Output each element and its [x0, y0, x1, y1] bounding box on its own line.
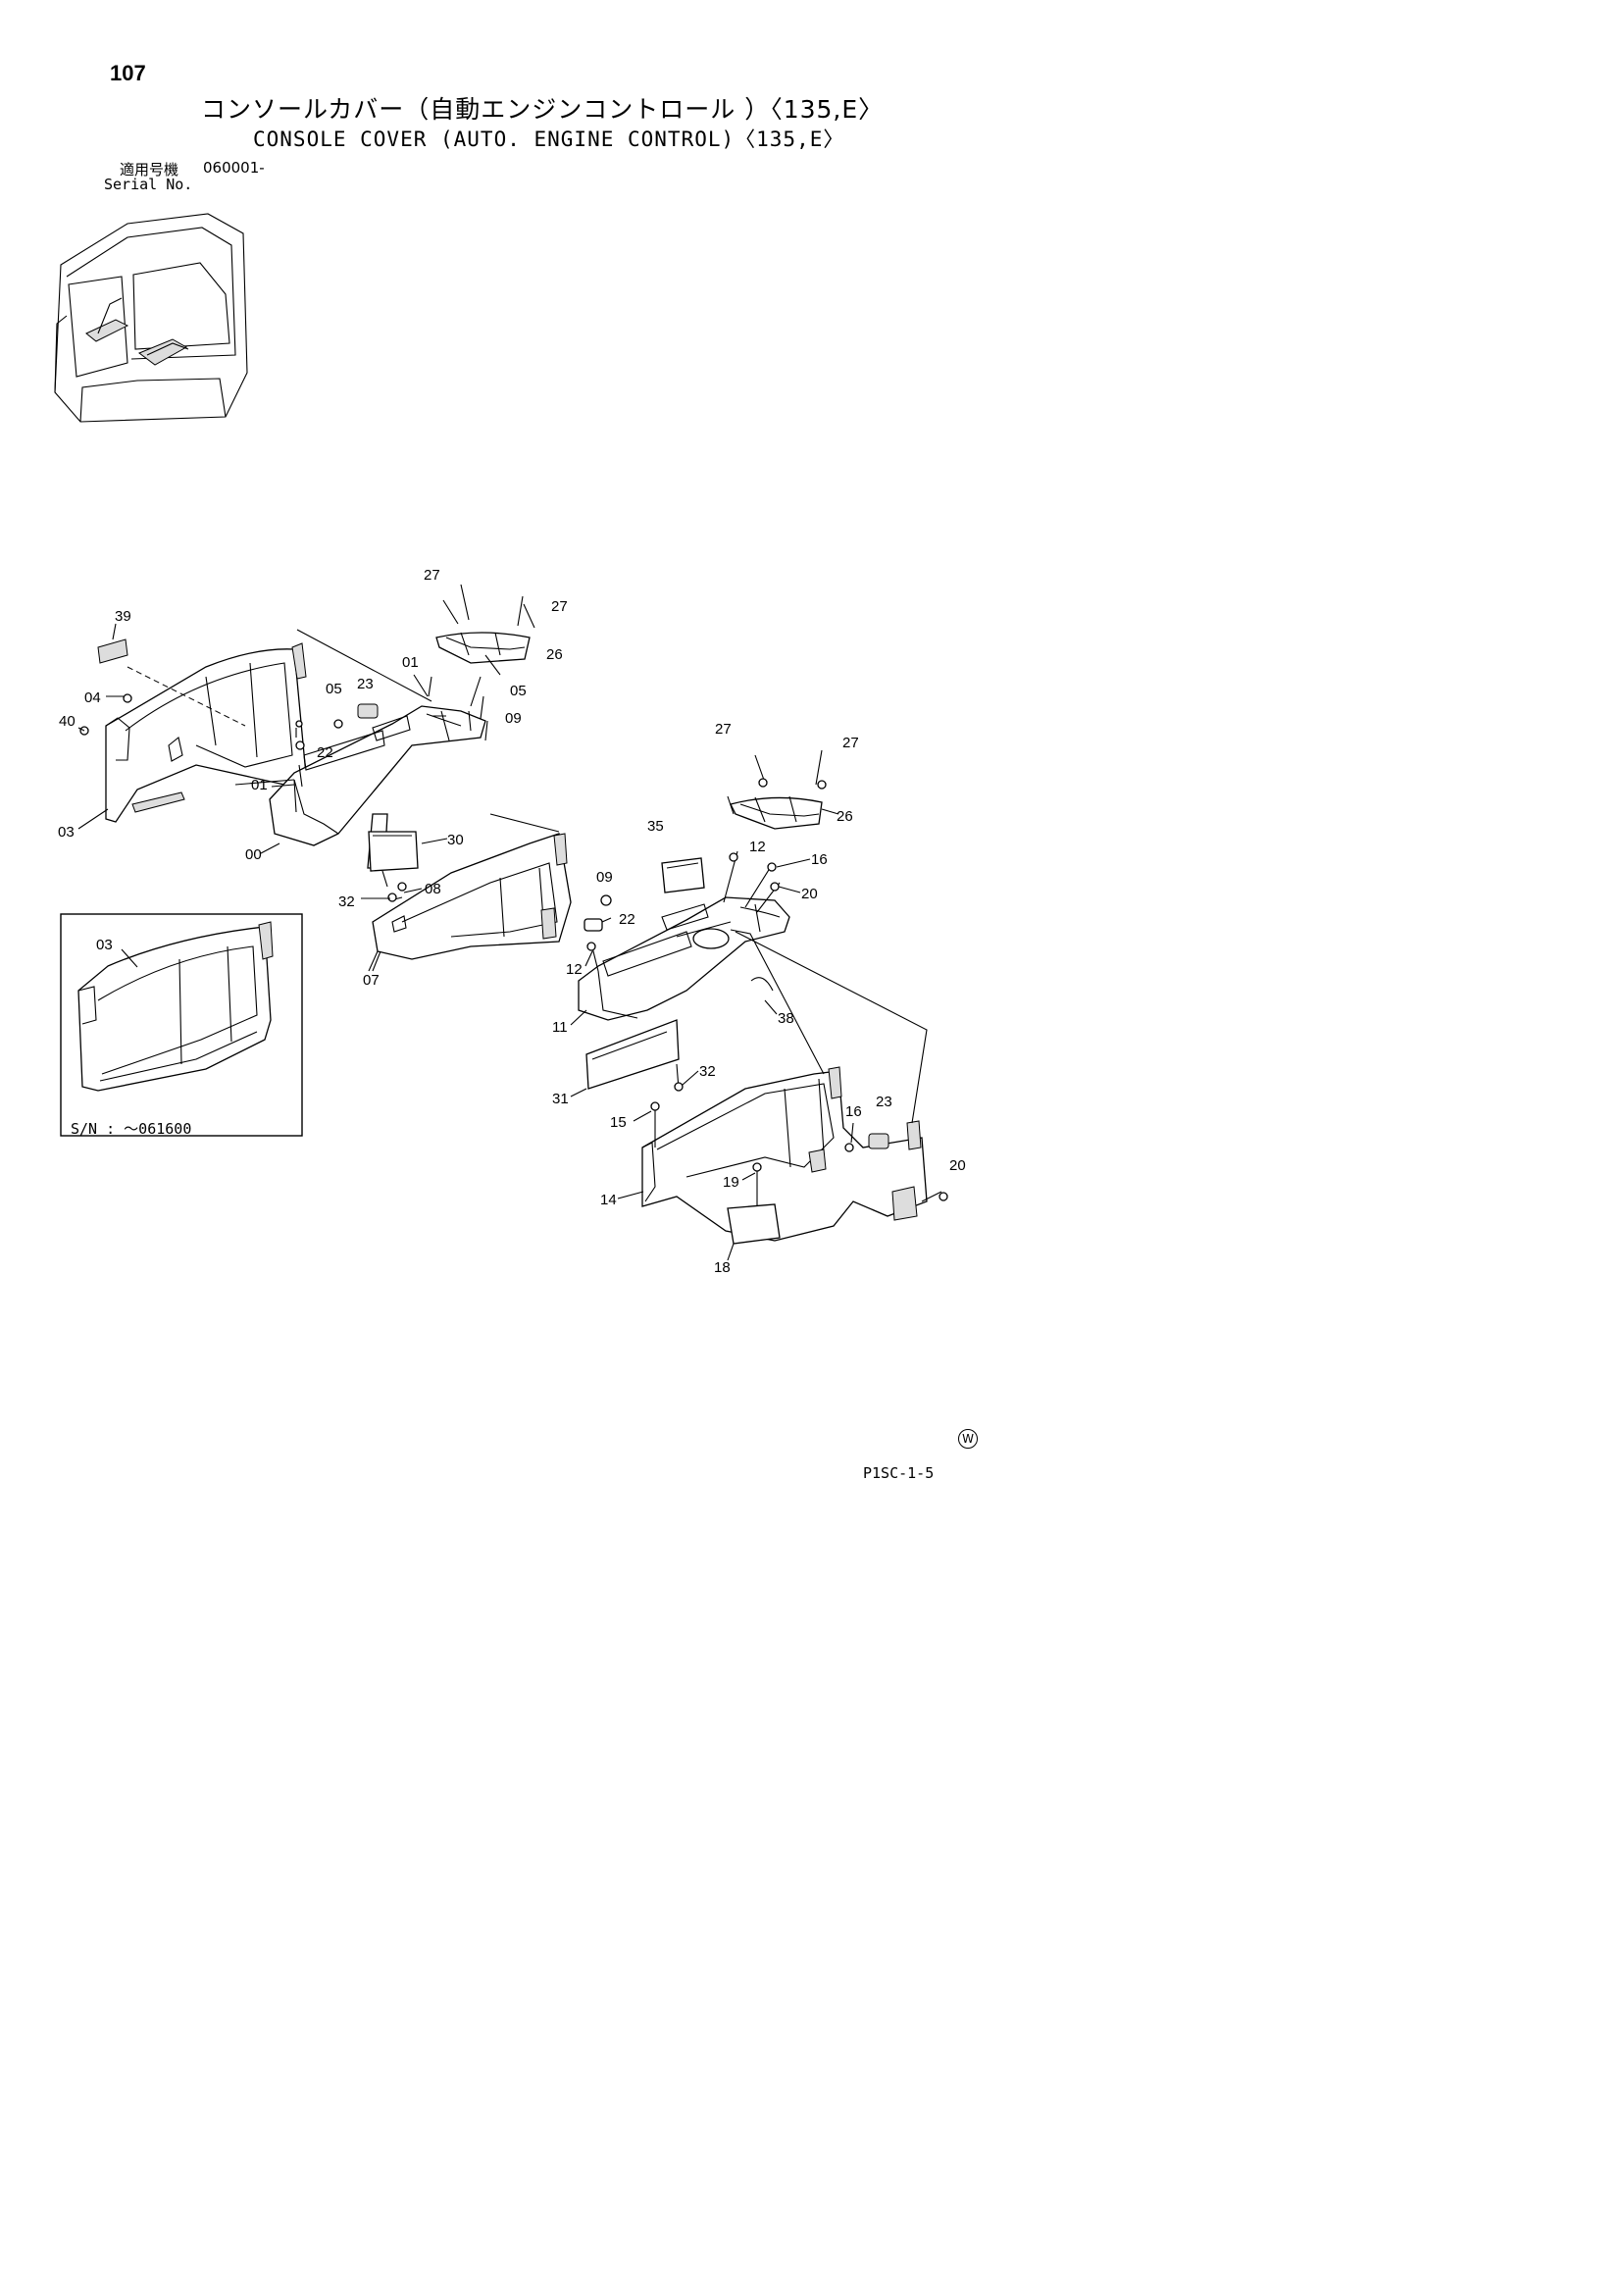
- callout: 20: [949, 1157, 966, 1174]
- inset-box: [60, 913, 303, 1137]
- page-title-english: CONSOLE COVER (AUTO. ENGINE CONTROL)〈135…: [253, 128, 845, 151]
- callout: 31: [552, 1091, 569, 1107]
- callout: 40: [59, 713, 76, 730]
- callout: 27: [715, 721, 732, 738]
- callout: 09: [505, 710, 522, 727]
- callout: 35: [647, 818, 664, 835]
- callout: 26: [837, 808, 853, 825]
- callout: 08: [425, 881, 441, 897]
- callout: 30: [447, 832, 464, 848]
- part-callouts: 27 27 26 01 05 09 23 05 22 01 00 39 04 4…: [58, 567, 966, 1276]
- callout: 16: [845, 1103, 862, 1120]
- left-console-assembly: [79, 584, 612, 960]
- callout: 38: [778, 1010, 794, 1027]
- callout: 04: [84, 689, 101, 706]
- page-title-japanese: コンソールカバー（自動エンジンコントロール ）〈135,E〉: [201, 95, 885, 124]
- inset-callout: 03: [96, 937, 113, 953]
- callout: 32: [699, 1063, 716, 1080]
- callout: 22: [619, 911, 635, 928]
- callout: 16: [811, 851, 828, 868]
- parts-diagram: 27 27 26 01 05 09 23 05 22 01 00 39 04 4…: [54, 213, 966, 1276]
- page-number: 107: [110, 61, 146, 85]
- callout: 27: [424, 567, 440, 584]
- callout: 23: [876, 1094, 892, 1110]
- callout: 03: [58, 824, 75, 841]
- callout: 14: [600, 1192, 617, 1208]
- callout: 11: [552, 1019, 568, 1036]
- serial-number-value: 060001-: [203, 159, 265, 177]
- callout: 01: [251, 777, 268, 793]
- callout: 22: [317, 744, 333, 761]
- callout: 39: [115, 608, 131, 625]
- inset-caption: S/N : ～061600: [71, 1120, 192, 1138]
- callout: 00: [245, 846, 262, 863]
- cab-locator-illustration: [54, 213, 248, 423]
- callout: 27: [842, 735, 859, 751]
- callout: 15: [610, 1114, 627, 1131]
- callout: 32: [338, 893, 355, 910]
- callout: 19: [723, 1174, 739, 1191]
- callout-leaders: [77, 623, 854, 1261]
- serial-label-japanese: 適用号機: [120, 161, 179, 179]
- callout: 20: [801, 886, 818, 902]
- callout: 26: [546, 646, 563, 663]
- serial-label-english: Serial No.: [104, 176, 193, 193]
- callout: 12: [566, 961, 583, 978]
- footer-mark: W: [958, 1429, 978, 1449]
- callout: 12: [749, 839, 766, 855]
- callout: 01: [402, 654, 419, 671]
- callout: 23: [357, 676, 374, 692]
- right-console-assembly: [578, 749, 948, 1245]
- callout: 09: [596, 869, 613, 886]
- footer-code: P1SC-1-5: [863, 1464, 935, 1482]
- callout: 18: [714, 1259, 731, 1276]
- callout: 05: [510, 683, 527, 699]
- callout: 27: [551, 598, 568, 615]
- callout: 05: [326, 681, 342, 697]
- callout: 07: [363, 972, 380, 989]
